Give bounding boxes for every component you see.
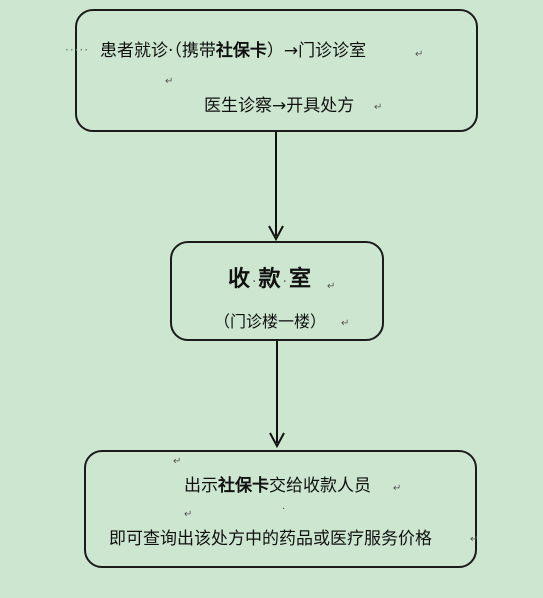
step2-box [170, 241, 384, 341]
return-mark: ↵ [184, 509, 193, 520]
cashier-location: （门诊楼一楼） [214, 312, 327, 331]
step1-line1-post: ）→门诊诊室 [266, 41, 367, 61]
leader-dots: ····· [65, 43, 90, 57]
return-mark: ↵ [393, 483, 402, 494]
step3-line2: 即可查询出该处方中的药品或医疗服务价格 [109, 529, 432, 549]
step1-line1: 患者就诊·（携带社保卡）→门诊诊室 [100, 41, 366, 61]
return-mark: ↵ [415, 49, 424, 60]
return-mark: ↵ [470, 534, 479, 545]
return-mark: ↵ [165, 76, 174, 87]
return-mark: ↵ [374, 102, 383, 113]
step3-social-card: 社保卡 [218, 476, 269, 496]
small-dot: · [282, 504, 286, 515]
step3-box [84, 450, 477, 568]
cashier-title: 收·款·室 [228, 267, 311, 295]
step1-box [75, 9, 478, 132]
arrow-1-head [268, 225, 284, 242]
return-mark: ↵ [327, 281, 336, 292]
title-dot: · [252, 274, 257, 290]
step1-line2: 医生诊察→开具处方 [204, 96, 355, 116]
cashier-title-char: 款 [258, 267, 281, 292]
step3-line1-pre: 出示 [184, 476, 218, 496]
step1-line1-pre: 患者就诊·（携带 [100, 41, 216, 61]
return-mark: ↵ [173, 456, 182, 467]
step3-line1-post: 交给收款人员 [269, 476, 371, 496]
step3-line1: 出示社保卡交给收款人员 [184, 476, 371, 496]
cashier-title-char: 收 [228, 267, 251, 292]
arrow-2-head [269, 432, 285, 449]
return-mark: ↵ [341, 318, 350, 329]
cashier-title-char: 室 [288, 267, 311, 292]
step1-social-card: 社保卡 [215, 41, 267, 61]
title-dot: · [282, 274, 287, 290]
